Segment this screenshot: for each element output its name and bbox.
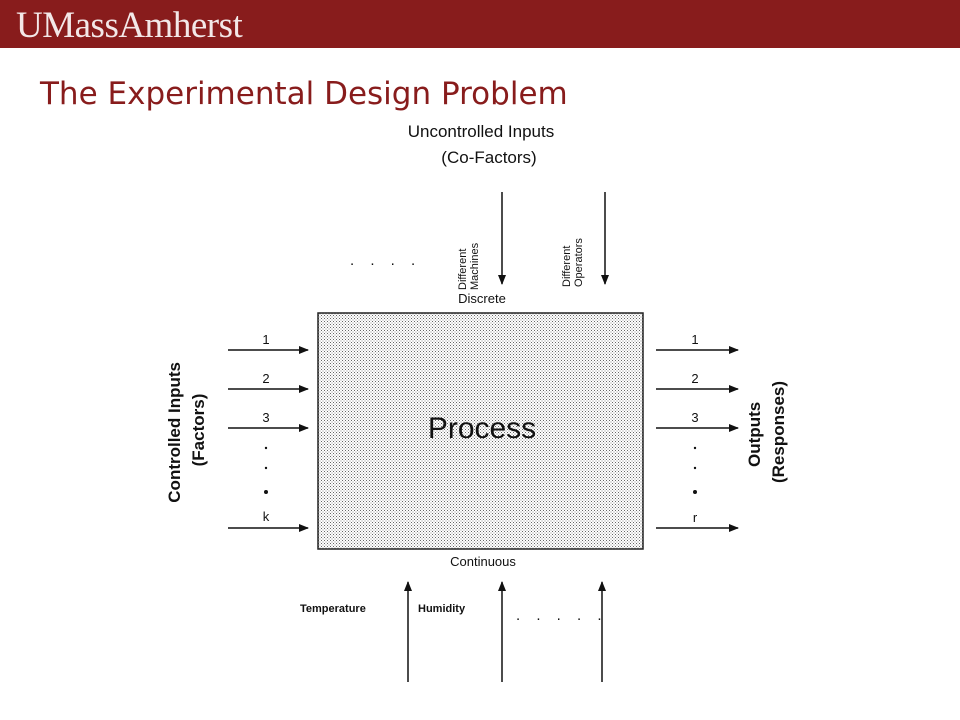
continuous-label: Continuous — [450, 554, 516, 569]
outputs-title: Outputs — [745, 402, 764, 467]
output-label-2: 2 — [691, 371, 698, 386]
different-operators-label: Different Operators — [561, 238, 585, 287]
process-label: Process — [428, 412, 536, 445]
header-bar: UMassAmherst — [0, 0, 960, 48]
umass-logo: UMassAmherst — [16, 5, 243, 46]
controlled-inputs-subtitle: (Factors) — [189, 394, 208, 467]
controlled-inputs-label: Controlled Inputs (Factors) — [165, 357, 208, 502]
output-ellipsis-dot — [693, 446, 697, 450]
input-ellipsis-dot — [264, 446, 268, 450]
input-ellipsis-dot — [264, 466, 268, 470]
input-label-3: 3 — [262, 410, 269, 425]
outputs-label: Outputs (Responses) — [745, 381, 788, 483]
input-label-2: 2 — [262, 371, 269, 386]
output-ellipsis-dot — [693, 490, 697, 494]
output-label-1: 1 — [691, 332, 698, 347]
different-operators-line1: Different — [561, 246, 573, 287]
input-label-1: 1 — [262, 332, 269, 347]
top-continuation-dots: . . . . — [350, 252, 421, 269]
output-ellipsis-dot — [693, 466, 697, 470]
discrete-label: Discrete — [458, 291, 506, 306]
output-label-r: r — [693, 510, 698, 525]
bottom-continuation-dots: . . . . . — [516, 607, 608, 624]
different-operators-line2: Operators — [573, 238, 585, 287]
uncontrolled-inputs-subtitle: (Co-Factors) — [441, 148, 536, 167]
slide-title: The Experimental Design Problem — [40, 76, 568, 112]
temperature-label: Temperature — [300, 603, 366, 615]
different-machines-label: Different Machines — [457, 242, 481, 290]
input-ellipsis-dot — [264, 490, 268, 494]
outputs-subtitle: (Responses) — [769, 381, 788, 483]
uncontrolled-inputs-title: Uncontrolled Inputs — [408, 122, 554, 141]
input-label-k: k — [263, 509, 270, 524]
process-box — [317, 312, 644, 550]
different-machines-line2: Machines — [469, 242, 481, 290]
humidity-label: Humidity — [418, 603, 466, 615]
different-machines-line1: Different — [457, 249, 469, 290]
output-label-3: 3 — [691, 410, 698, 425]
controlled-inputs-title: Controlled Inputs — [165, 362, 184, 503]
